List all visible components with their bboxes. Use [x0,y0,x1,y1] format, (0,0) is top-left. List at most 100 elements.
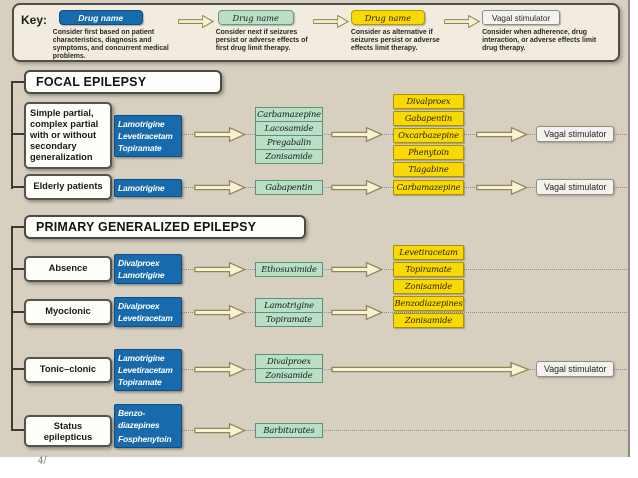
flow-arrow-icon [194,361,246,378]
drug-box: Topiramate [255,312,323,327]
row-label-simple-partial: Simple partial, complex partial with or … [24,102,112,169]
vagal-stimulator-box: Vagal stimulator [536,126,615,142]
drug-box: Topiramate [118,143,162,153]
drug-box: Carbamazepine [393,180,464,195]
flow-arrow-icon [194,179,246,196]
drug-box: Zonisamide [255,368,323,383]
key-alternative-group: Drug name Consider as alternative if sei… [349,10,444,53]
flow-arrow-icon [194,422,246,439]
alternative-drugs: Divalproex Gabapentin Oxcarbazepine Phen… [393,94,464,179]
section-header-focal: FOCAL EPILEPSY [24,70,222,94]
drug-box: Ethosuximide [255,262,323,277]
key-panel: Key: Drug name Consider first based on p… [12,3,620,62]
key-second-line-box: Drug name [217,10,294,25]
row-connector-line [30,430,627,431]
key-first-line-box: Drug name [58,10,143,25]
key-first-line-caption: Consider first based on patient characte… [52,29,169,61]
drug-box: Lamotrigine [118,270,165,280]
drug-box: Lamotrigine [255,298,323,313]
first-line-drugs: Lamotrigine [114,179,182,197]
drug-box: Divalproex [255,354,323,369]
flow-arrow-long-icon [331,361,530,378]
drug-box: Zonisamide [393,279,464,294]
row-label-tonic-clonic: Tonic–clonic [24,357,112,383]
flow-arrow-icon [313,14,349,29]
flow-arrow-icon [476,126,528,143]
drug-box: Divalproex [393,94,464,109]
branch-stub [11,226,25,228]
row-connector-line [30,369,627,370]
drug-box: Lamotrigine [118,119,165,129]
first-line-drugs: Divalproex Levetiracetam [114,297,182,327]
drug-box: Carbamazepine [255,107,323,122]
first-line-drugs: Lamotrigine Levetiracetam Topiramate [114,115,182,157]
row-label-elderly: Elderly patients [24,174,112,200]
drug-box: Zonisamide [255,149,323,164]
drug-box: Levetiracetam [118,131,173,141]
handwritten-mark: 4/ [37,455,48,467]
key-stimulator-group: Vagal stimulator Consider when adherence… [480,10,611,53]
row-connector-line [30,269,627,270]
alternative-drugs: Benzodiazepines Zonisamide [393,296,464,330]
branch-stub [11,81,25,83]
branch-stub [11,429,25,431]
drug-box: Topiramate [393,262,464,277]
drug-box: Tiagabine [393,162,464,177]
branch-stub [11,186,25,188]
vagal-stimulator-box: Vagal stimulator [536,361,615,377]
second-line-drugs: Gabapentin [255,180,323,195]
second-line-drugs: Divalproex Zonisamide [255,354,323,383]
drug-box: Divalproex [118,258,160,268]
alternative-drugs: Levetiracetam Topiramate Zonisamide [393,245,464,296]
drug-box: Zonisamide [393,313,464,328]
section-header-generalized: PRIMARY GENERALIZED EPILEPSY [24,215,306,239]
first-line-drugs: Benzo-diazepines Fosphenytoin [114,404,182,448]
drug-box: Topiramate [118,377,162,387]
row-connector-line [30,134,627,135]
first-line-drugs: Lamotrigine Levetiracetam Topiramate [114,349,182,391]
flow-arrow-icon [177,14,214,29]
flow-arrow-icon [331,261,383,278]
flow-arrow-icon [331,304,383,321]
drug-box: Lacosamide [255,121,323,136]
key-stimulator-caption: Consider when adherence, drug interactio… [482,29,597,53]
branch-stub [11,133,25,135]
drug-box: Levetiracetam [118,365,173,375]
key-second-line-group: Drug name Consider next if seizures pers… [214,10,313,53]
row-label-absence: Absence [24,256,112,282]
row-connector-line [30,187,627,188]
drug-box: Benzodiazepines [393,296,464,311]
second-line-drugs: Barbiturates [255,423,323,438]
drug-box: Lamotrigine [118,183,165,193]
branch-stub [11,311,25,313]
second-line-drugs: Lamotrigine Topiramate [255,298,323,327]
flow-arrow-icon [194,304,246,321]
drug-box: Fosphenytoin [118,434,172,444]
flow-arrow-icon [476,179,528,196]
flow-arrow-icon [331,126,383,143]
key-stimulator-box: Vagal stimulator [482,10,561,25]
first-line-drugs: Divalproex Lamotrigine [114,254,182,284]
drug-box: Divalproex [118,301,160,311]
drug-box: Levetiracetam [393,245,464,260]
second-line-drugs: Carbamazepine Lacosamide Pregabalin Zoni… [255,107,323,164]
alternative-drugs: Carbamazepine [393,180,464,197]
drug-box: Levetiracetam [118,313,173,323]
vagal-stimulator-box: Vagal stimulator [536,179,615,195]
flow-arrow-icon [194,126,246,143]
drug-box: Lamotrigine [118,353,165,363]
flow-arrow-icon [331,179,383,196]
drug-box: Pregabalin [255,135,323,150]
key-first-line-group: Drug name Consider first based on patien… [51,10,178,62]
section-title: FOCAL EPILEPSY [36,75,147,89]
row-connector-line [30,312,627,313]
second-line-drugs: Ethosuximide [255,262,323,277]
focal-branch-line [11,82,13,189]
branch-stub [11,368,25,370]
flow-arrow-icon [444,14,481,29]
key-title: Key: [21,13,48,27]
drug-box: Barbiturates [255,423,323,438]
key-alternative-box: Drug name [350,10,425,25]
drug-box: Benzo-diazepines [118,408,160,430]
